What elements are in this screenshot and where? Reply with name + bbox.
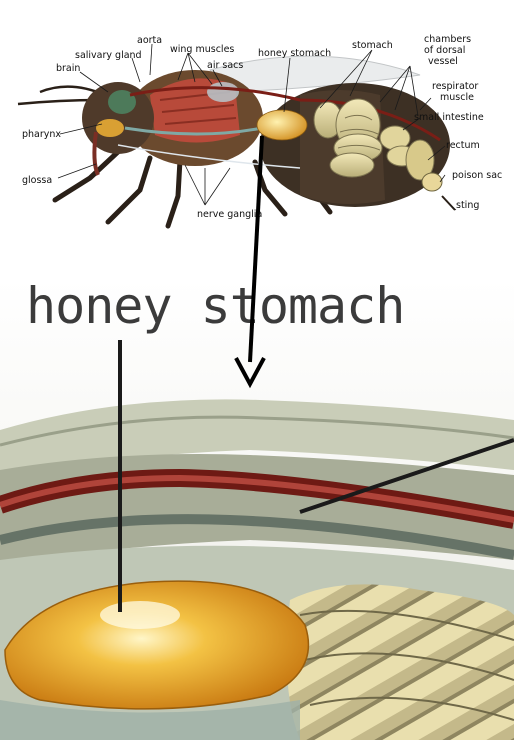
label-sting: sting [456,200,479,211]
zoom-detail-panel: honey stomach [0,277,514,740]
label-chambers-2: of dorsal [424,45,465,56]
label-chambers-3: vessel [428,56,458,67]
label-air-sacs: air sacs [207,60,243,71]
label-salivary-gland: salivary gland [75,50,142,61]
honey-stomach-small [257,110,307,140]
label-aorta: aorta [137,35,162,46]
label-small-intestine: small intestine [414,112,484,123]
label-wing-muscles: wing muscles [170,44,234,55]
label-brain: brain [56,63,80,74]
label-pharynx: pharynx [22,129,61,140]
zoom-label-honey-stomach: honey stomach [26,277,404,335]
intestine-coil-zoom [287,584,514,740]
label-nerve-ganglia: nerve ganglia [197,209,262,220]
poison-sac-part [422,173,442,191]
label-poison-sac: poison sac [452,170,502,181]
label-glossa: glossa [22,175,52,186]
label-rectum: rectum [446,140,480,151]
label-stomach: stomach [352,40,393,51]
label-respirator-2: muscle [440,92,474,103]
label-respirator-1: respirator [432,81,478,92]
label-chambers-1: chambers [424,34,471,45]
label-honey-stomach: honey stomach [258,48,331,59]
